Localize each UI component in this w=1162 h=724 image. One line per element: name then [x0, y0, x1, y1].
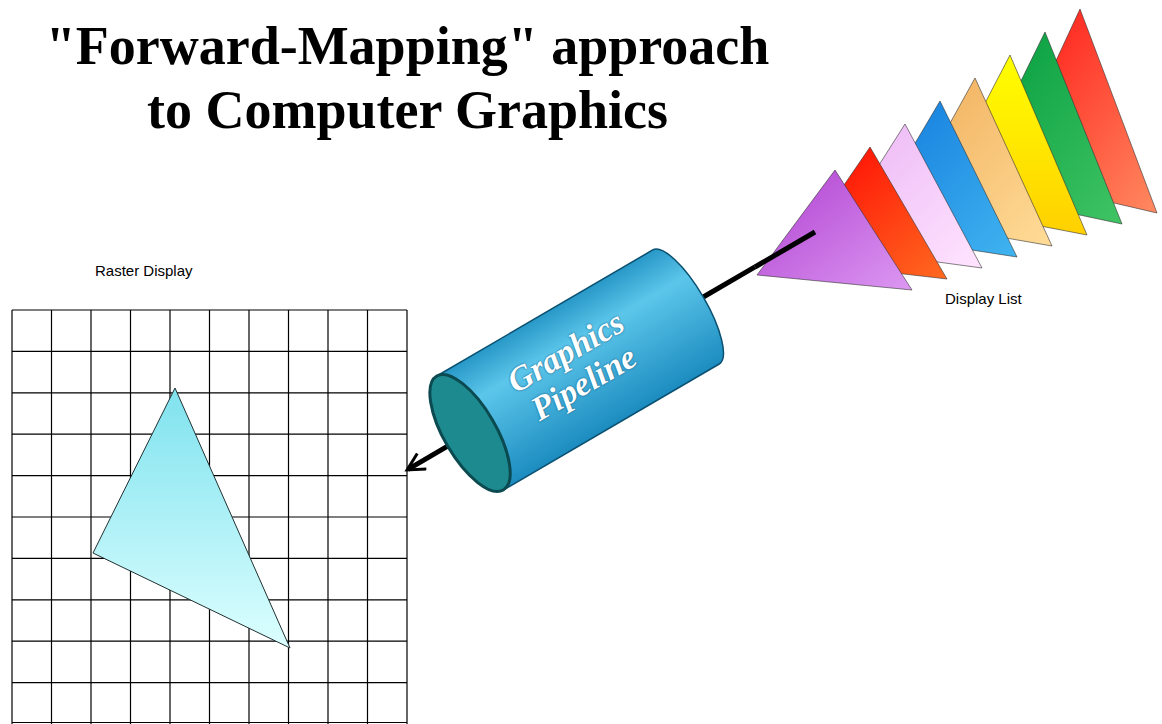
- display-list-triangles: [757, 9, 1157, 290]
- rasterized-triangle: [93, 388, 290, 648]
- flow-arrow: [408, 446, 448, 469]
- flow-arrow: [703, 267, 755, 297]
- pipeline-cylinder: Graphics Pipeline: [413, 238, 737, 505]
- node-label: Display List: [945, 290, 1022, 308]
- node-label: Raster Display: [95, 262, 193, 280]
- diagram-title: "Forward-Mapping" approach to Computer G…: [30, 14, 785, 142]
- raster-display: Raster Display: [12, 258, 408, 724]
- pipeline-cylinder: [414, 240, 736, 503]
- display-list: Display List: [755, 5, 1160, 312]
- raster-grid: [12, 310, 407, 724]
- node-label: Graphics Pipeline: [488, 296, 662, 439]
- arrow-tail: [755, 232, 815, 267]
